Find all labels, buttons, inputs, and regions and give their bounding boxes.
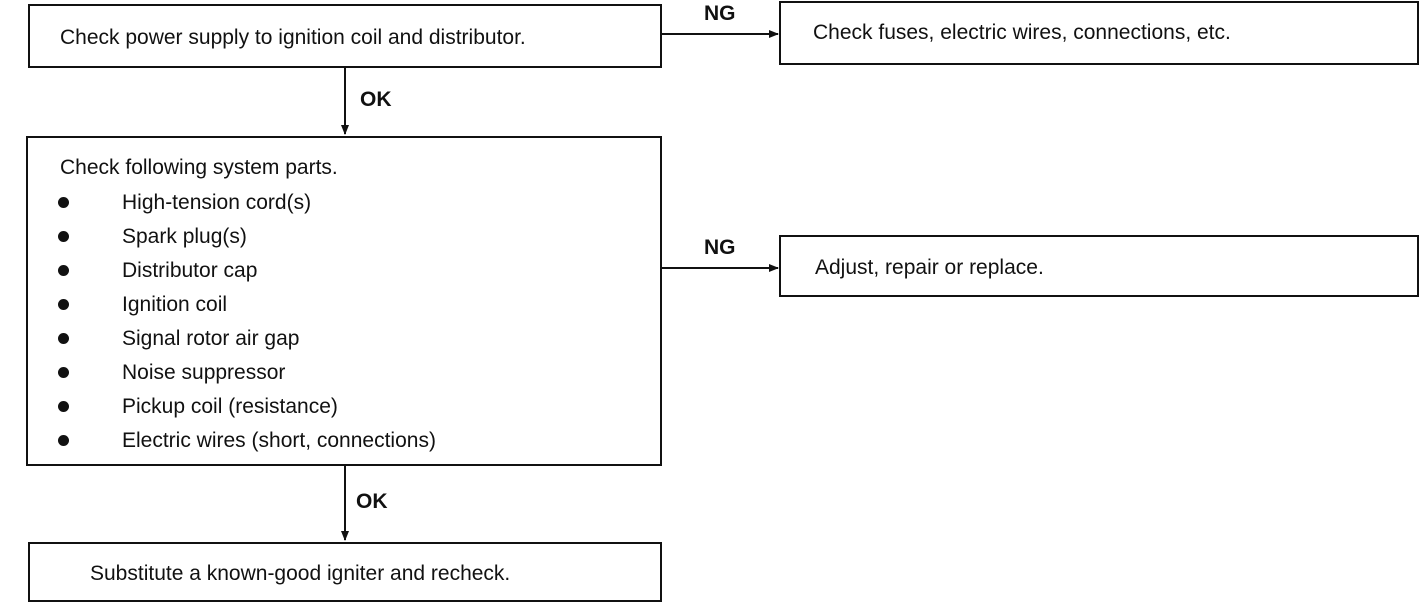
adjust-box: Adjust, repair or replace. <box>779 235 1419 297</box>
list-item-label: Pickup coil (resistance) <box>122 395 338 418</box>
ok-label-bottom: OK <box>356 490 388 513</box>
ok-label-top: OK <box>360 88 392 111</box>
list-item: Spark plug(s) <box>58 220 436 254</box>
list-item-label: Signal rotor air gap <box>122 327 300 350</box>
bullet-icon <box>58 401 69 412</box>
list-item-label: High-tension cord(s) <box>122 191 312 214</box>
list-item: Ignition coil <box>58 288 436 322</box>
list-item-label: Spark plug(s) <box>122 225 247 248</box>
list-item: Signal rotor air gap <box>58 322 436 356</box>
ng-label-mid: NG <box>704 236 736 259</box>
adjust-text: Adjust, repair or replace. <box>815 256 1044 279</box>
ng-label-top: NG <box>704 2 736 25</box>
list-item-label: Ignition coil <box>122 293 228 316</box>
system-check-heading: Check following system parts. <box>60 156 338 179</box>
substitute-box: Substitute a known-good igniter and rech… <box>28 542 662 602</box>
list-item-label: Noise suppressor <box>122 361 286 384</box>
list-item-label: Electric wires (short, connections) <box>122 429 436 452</box>
list-item: Distributor cap <box>58 254 436 288</box>
power-check-box: Check power supply to ignition coil and … <box>28 4 662 68</box>
list-item: Noise suppressor <box>58 356 436 390</box>
system-check-box: Check following system parts. High-tensi… <box>26 136 662 466</box>
fuses-check-box: Check fuses, electric wires, connections… <box>779 1 1419 65</box>
list-item: High-tension cord(s) <box>58 186 436 220</box>
list-item-label: Distributor cap <box>122 259 258 282</box>
bullet-icon <box>58 265 69 276</box>
bullet-icon <box>58 299 69 310</box>
substitute-text: Substitute a known-good igniter and rech… <box>90 562 511 585</box>
bullet-icon <box>58 197 69 208</box>
list-item: Pickup coil (resistance) <box>58 390 436 424</box>
fuses-check-text: Check fuses, electric wires, connections… <box>813 21 1231 44</box>
bullet-icon <box>58 333 69 344</box>
bullet-icon <box>58 435 69 446</box>
bullet-icon <box>58 367 69 378</box>
list-item: Electric wires (short, connections) <box>58 424 436 458</box>
system-parts-list: High-tension cord(s) Spark plug(s) Distr… <box>58 186 436 458</box>
bullet-icon <box>58 231 69 242</box>
power-check-text: Check power supply to ignition coil and … <box>60 26 526 49</box>
